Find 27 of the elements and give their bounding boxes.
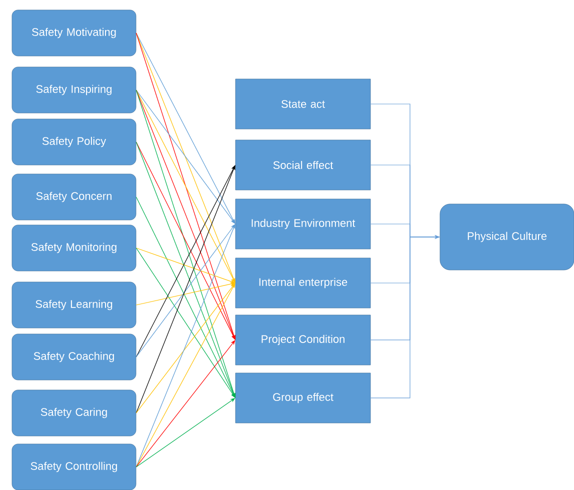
factor-box: Safety Controlling [12,444,136,490]
effect-box: Internal enterprise [235,258,371,308]
arrow [136,283,236,468]
effect-box: Group effect [235,372,371,424]
arrow [136,196,236,398]
arrow [136,224,236,468]
factor-box: Safety Policy [12,118,136,166]
arrow [136,90,236,224]
effect-box: Industry Environment [235,198,371,250]
effect-box: Project Condition [235,314,371,366]
factor-box: Safety Coaching [12,334,136,380]
factor-box: Safety Inspiring [12,66,136,114]
arrow [136,90,236,283]
factor-box: Safety Learning [12,282,136,328]
factor-box: Safety Motivating [12,10,136,56]
arrow [136,165,236,358]
arrow [136,224,236,358]
factor-box: Safety Concern [12,174,136,220]
factor-box: Safety Caring [12,390,136,436]
arrow [136,283,236,414]
arrow [136,32,236,224]
arrow [136,248,236,398]
factor-box: Safety Monitoring [12,224,136,272]
effect-box: State act [235,78,371,130]
effect-box: Social effect [235,140,371,190]
result-box: Physical Culture [440,204,574,270]
arrow [136,142,236,340]
